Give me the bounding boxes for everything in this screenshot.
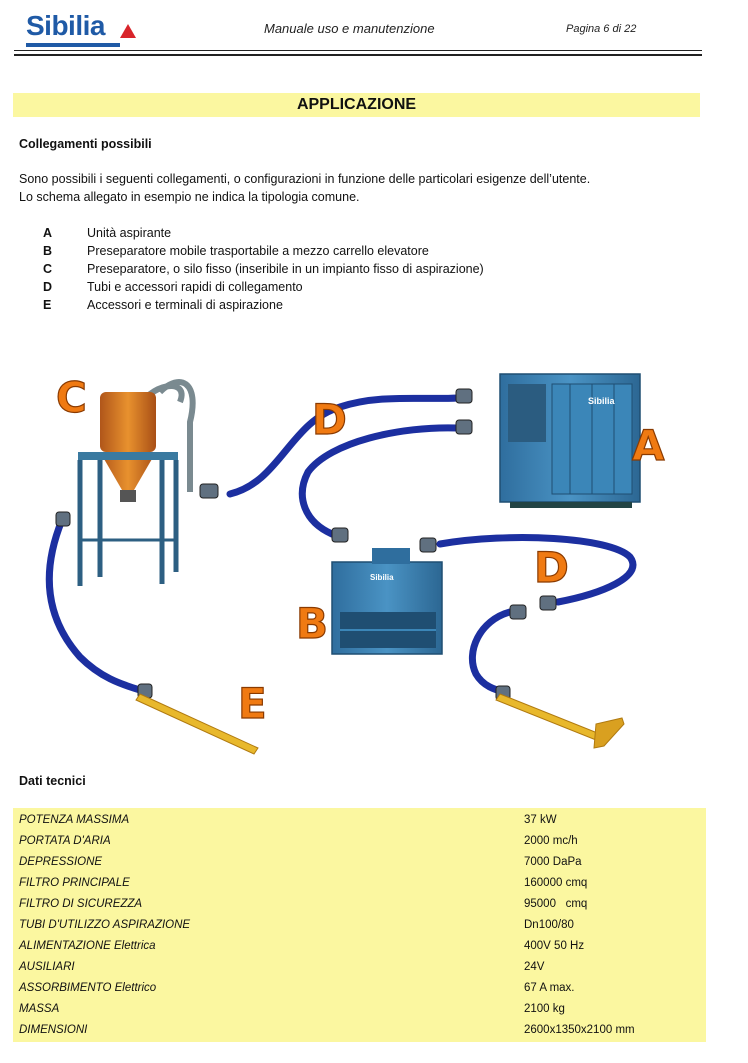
spec-label: FILTRO DI SICUREZZA (19, 898, 143, 910)
hoses (45, 394, 637, 696)
spec-value: 2100 kg (524, 1003, 565, 1015)
label-d-upper: D (312, 395, 347, 444)
spec-label: ALIMENTAZIONE Elettrica (19, 940, 156, 952)
silo-c (77, 379, 196, 586)
spec-label: DIMENSIONI (19, 1024, 88, 1036)
spec-label: PORTATA D'ARIA (19, 835, 111, 847)
spec-value: 2600x1350x2100 mm (524, 1024, 635, 1036)
page-number: Pagina 6 di 22 (566, 23, 637, 35)
spec-value: 95000 cmq (524, 898, 588, 910)
spec-value: 24V (524, 961, 545, 973)
spec-row: PORTATA D'ARIA 2000 mc/h (13, 831, 706, 852)
header-rule (14, 50, 702, 51)
intro-paragraph-line-1: Sono possibili i seguenti collegamenti, … (19, 172, 591, 186)
section-title: APPLICAZIONE (296, 96, 417, 113)
suction-tools (135, 693, 625, 755)
spec-label: DEPRESSIONE (19, 856, 103, 868)
legend-text: Preseparatore mobile trasportabile a mez… (87, 244, 429, 258)
section-banner (13, 93, 700, 117)
spec-row: ALIMENTAZIONE Elettrica 400V 50 Hz (13, 936, 706, 957)
coupling (331, 527, 349, 543)
legend-key: B (43, 244, 53, 258)
spec-row: TUBI D'UTILIZZO ASPIRAZIONE Dn100/80 (13, 915, 706, 936)
couplings (55, 388, 557, 701)
legend-text: Preseparatore, o silo fisso (inseribile … (87, 262, 484, 276)
spec-value: 160000 cmq (524, 877, 588, 889)
spec-row: POTENZA MASSIMA 37 kW (13, 810, 706, 831)
logo-tagline-bar (26, 43, 120, 47)
connection-diagram: Sibilia Sibilia C D A D B E (45, 372, 666, 755)
legend-text: Unità aspirante (87, 226, 172, 240)
legend-text: Accessori e terminali di aspirazione (87, 298, 283, 312)
coupling (509, 604, 527, 620)
intro-paragraph-line-2: Lo schema allegato in esempio ne indica … (19, 190, 360, 204)
header-rule-thick (14, 54, 702, 56)
spec-label: AUSILIARI (19, 961, 75, 973)
unit-a-brand: Sibilia (588, 396, 616, 406)
legend-key: D (43, 280, 53, 294)
technical-data-heading: Dati tecnici (19, 774, 86, 788)
spec-value: 37 kW (524, 814, 557, 826)
coupling (539, 595, 557, 611)
spec-row: AUSILIARI 24V (13, 957, 706, 978)
logo-flag-icon (120, 24, 136, 38)
spec-label: ASSORBIMENTO Elettrico (19, 982, 157, 994)
spec-row: DIMENSIONI 2600x1350x2100 mm (13, 1020, 706, 1041)
label-a: A (632, 421, 665, 470)
label-e: E (238, 679, 267, 728)
document-title: Manuale uso e manutenzione (264, 21, 435, 36)
legend-key: E (43, 298, 52, 312)
preseparator-brand: Sibilia (370, 573, 394, 582)
spec-row: ASSORBIMENTO Elettrico 67 A max. (13, 978, 706, 999)
spec-row: FILTRO DI SICUREZZA 95000 cmq (13, 894, 706, 915)
label-d-lower: D (534, 543, 569, 592)
logo-wordmark: Sibilia (26, 10, 105, 41)
hose-d-to-tool (468, 608, 514, 696)
legend-key: C (43, 262, 53, 276)
unit-a: Sibilia (499, 373, 641, 508)
spec-value: 7000 DaPa (524, 856, 582, 868)
label-c: C (56, 373, 87, 422)
legend-text: Tubi e accessori rapidi di collegamento (87, 280, 303, 294)
spec-value: 67 A max. (524, 982, 575, 994)
hose-a-to-b (298, 424, 462, 538)
subsection-heading: Collegamenti possibili (19, 137, 152, 151)
label-b: B (296, 599, 328, 648)
hose-c-to-e (45, 516, 144, 694)
coupling (55, 511, 71, 527)
spec-label: POTENZA MASSIMA (19, 814, 130, 826)
spec-row: DEPRESSIONE 7000 DaPa (13, 852, 706, 873)
spec-label: MASSA (19, 1003, 60, 1015)
spec-label: FILTRO PRINCIPALE (19, 877, 130, 889)
coupling (419, 537, 437, 553)
hose-c-to-a (226, 394, 462, 498)
preseparator-b: Sibilia (331, 548, 443, 655)
spec-value: Dn100/80 (524, 919, 574, 931)
sibilia-logo: Sibilia (24, 10, 136, 50)
spec-value: 400V 50 Hz (524, 940, 585, 952)
hose-b-to-d (436, 534, 637, 606)
spec-row: FILTRO PRINCIPALE 160000 cmq (13, 873, 706, 894)
spec-value: 2000 mc/h (524, 835, 578, 847)
spec-row: MASSA 2100 kg (13, 999, 706, 1020)
legend-key: A (43, 226, 53, 240)
spec-label: TUBI D'UTILIZZO ASPIRAZIONE (19, 919, 191, 931)
coupling (199, 483, 219, 499)
coupling (455, 419, 473, 435)
specs-table: POTENZA MASSIMA 37 kW PORTATA D'ARIA 200… (13, 808, 706, 1042)
coupling (455, 388, 473, 404)
